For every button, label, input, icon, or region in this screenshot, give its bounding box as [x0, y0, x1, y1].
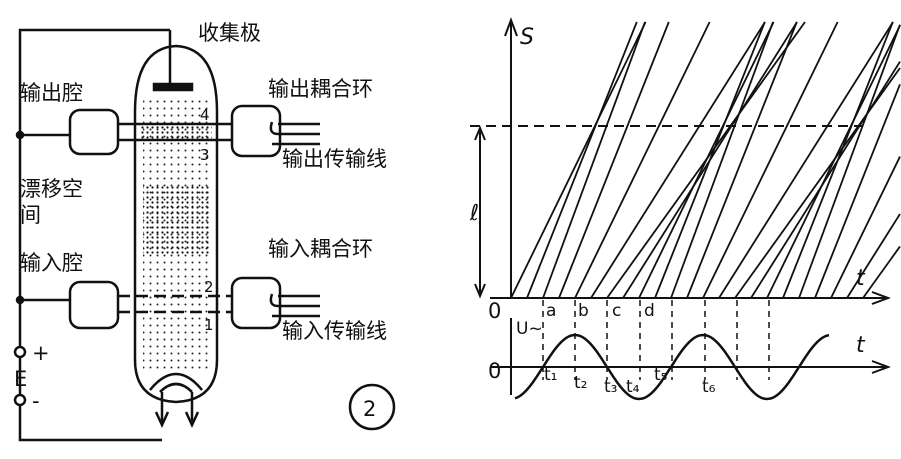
mark-label-c: c	[612, 301, 621, 321]
trajectory-line	[702, 21, 839, 299]
trajectory-line	[590, 21, 766, 299]
trajectory-line	[654, 21, 766, 299]
trajectory-line	[862, 245, 901, 299]
tube-envelope	[133, 44, 219, 404]
collector-plate	[152, 82, 194, 92]
trajectory-line	[814, 83, 901, 299]
output-cavity-right	[230, 104, 282, 158]
trajectory-line	[670, 21, 774, 299]
trajectory-line	[542, 21, 646, 299]
minus-label: -	[32, 389, 40, 413]
input-cavity	[68, 280, 120, 330]
trajectory-line	[526, 21, 638, 299]
trajectory-line	[558, 21, 670, 299]
t-axis-bottom-label: t	[856, 333, 866, 358]
mark-labels: a b c d	[546, 301, 655, 321]
output-coupling-loop-shape	[269, 121, 320, 136]
output-gap	[140, 124, 212, 140]
trajectory-line	[782, 21, 894, 299]
cathode	[149, 372, 203, 391]
electron-trajectories	[510, 21, 901, 299]
time-label-5: t₅	[654, 365, 667, 385]
grid-4-label: 4	[200, 106, 210, 124]
mark-label-b: b	[578, 301, 589, 321]
supply-wire	[18, 28, 170, 442]
figure-number-circle	[348, 383, 396, 431]
trajectory-line	[830, 156, 901, 299]
terminal-plus	[13, 345, 27, 359]
drift-space-label-2: 间	[20, 203, 41, 227]
trajectory-line	[846, 213, 901, 299]
trajectory-line	[510, 21, 647, 299]
grid-2-label: 2	[204, 278, 214, 296]
supply-label: E	[14, 367, 27, 391]
grid-1-label: 1	[204, 316, 214, 334]
trajectory-line	[638, 21, 775, 299]
t-axis-top-label: t	[856, 266, 866, 291]
input-cavity-label: 输入腔	[20, 251, 83, 275]
origin-bottom-label: 0	[488, 359, 501, 383]
length-label: ℓ	[469, 201, 479, 226]
time-label-4: t₄	[626, 377, 640, 397]
output-cavity-label: 输出腔	[20, 81, 83, 105]
grid-3-label: 3	[200, 146, 210, 164]
drift-space-label: 漂移空	[20, 177, 83, 201]
input-coupling-loop-shape	[269, 293, 320, 308]
input-line-label: 输入传输线	[282, 319, 387, 343]
output-line-label: 输出传输线	[282, 147, 387, 171]
time-label-1: t₁	[544, 365, 557, 385]
plus-label: +	[32, 341, 50, 365]
input-coupling-loop-label: 输入耦合环	[268, 237, 373, 261]
collector-label: 收集极	[198, 21, 261, 45]
output-cavity	[68, 108, 120, 156]
heater	[159, 382, 193, 393]
input-voltage-wave	[514, 333, 830, 401]
voltage-label: U~	[516, 319, 543, 339]
klystron	[13, 28, 320, 442]
trajectory-line	[686, 21, 798, 299]
bunched-beam	[143, 185, 209, 255]
trajectory-line	[718, 21, 894, 299]
input-cavity-right	[230, 276, 282, 330]
mark-label-a: a	[546, 301, 556, 321]
origin-top-label: 0	[488, 299, 501, 323]
time-label-6: t₆	[702, 377, 716, 397]
trajectory-line	[574, 21, 711, 299]
figure-number: 2	[363, 397, 376, 421]
time-label-2: t₂	[574, 373, 587, 393]
output-coupling-loop-label: 输出耦合环	[268, 77, 373, 101]
mark-label-d: d	[644, 301, 655, 321]
terminal-minus	[13, 393, 27, 407]
time-label-3: t₃	[604, 377, 617, 397]
s-axis-label: S	[520, 25, 534, 50]
trajectory-line	[766, 24, 901, 299]
applegate-diagram	[470, 17, 891, 395]
trajectory-line	[798, 24, 901, 299]
time-labels: t₁ t₂ t₃ t₄ t₅ t₆	[544, 365, 716, 397]
